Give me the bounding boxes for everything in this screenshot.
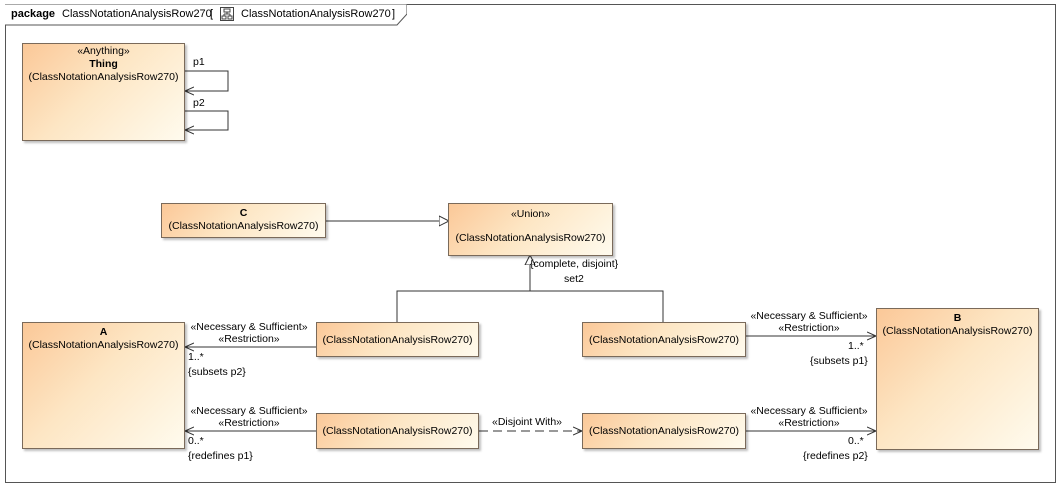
header-bracket-open: [ — [210, 8, 214, 20]
r3-stereotype-1: «Necessary & Sufficient» — [190, 405, 308, 417]
union-stereotype: «Union» — [510, 208, 551, 220]
header-bracket-close: ] — [392, 8, 396, 20]
r4-stereotype-2: «Restriction» — [778, 417, 840, 429]
thing-stereotype: «Anything» — [77, 45, 130, 57]
class-c[interactable]: C (ClassNotationAnalysisRow270) — [161, 203, 326, 238]
r1-multiplicity: 1..* — [188, 351, 204, 363]
r4-stereotype-label: «Necessary & Sufficient» «Restriction» — [746, 405, 872, 429]
b-owner: (ClassNotationAnalysisRow270) — [882, 325, 1033, 337]
diagram-header-tab-outline — [5, 4, 407, 26]
class-union[interactable]: «Union» (ClassNotationAnalysisRow270) — [448, 203, 613, 256]
union-owner: (ClassNotationAnalysisRow270) — [455, 232, 606, 244]
r3-multiplicity: 0..* — [188, 435, 204, 447]
r2-stereotype-2: «Restriction» — [778, 322, 840, 334]
r2-stereotype-1: «Necessary & Sufficient» — [750, 310, 868, 322]
class-thing[interactable]: «Anything» Thing (ClassNotationAnalysisR… — [22, 43, 185, 141]
r2-generalization — [530, 290, 664, 322]
r4-stereotype-1: «Necessary & Sufficient» — [750, 405, 868, 417]
a-name: A — [99, 326, 108, 338]
generalization-set-name: set2 — [564, 273, 584, 285]
class-a[interactable]: A (ClassNotationAnalysisRow270) — [22, 322, 185, 449]
class-restriction-1[interactable]: (ClassNotationAnalysisRow270) — [316, 322, 479, 357]
r1-owner: (ClassNotationAnalysisRow270) — [322, 334, 473, 346]
r2-stereotype-label: «Necessary & Sufficient» «Restriction» — [746, 310, 872, 334]
class-restriction-4[interactable]: (ClassNotationAnalysisRow270) — [582, 413, 746, 449]
class-b[interactable]: B (ClassNotationAnalysisRow270) — [876, 308, 1039, 450]
diagram-name: ClassNotationAnalysisRow270 — [241, 8, 391, 20]
r4-multiplicity: 0..* — [848, 435, 864, 447]
p2-self-association — [185, 110, 229, 130]
class-diagram-icon — [220, 7, 234, 24]
class-restriction-2[interactable]: (ClassNotationAnalysisRow270) — [582, 322, 746, 357]
thing-name: Thing — [89, 58, 118, 70]
p1-self-association — [185, 70, 229, 91]
disjoint-with-label: «Disjoint With» — [492, 416, 563, 428]
r3-constraint: {redefines p1} — [188, 450, 253, 462]
r2-multiplicity: 1..* — [848, 340, 864, 352]
r2-owner: (ClassNotationAnalysisRow270) — [589, 334, 739, 346]
r1-generalization — [396, 290, 530, 322]
b-name: B — [953, 312, 962, 324]
r4-owner: (ClassNotationAnalysisRow270) — [589, 425, 739, 437]
class-restriction-3[interactable]: (ClassNotationAnalysisRow270) — [316, 413, 479, 449]
c-owner: (ClassNotationAnalysisRow270) — [168, 220, 319, 232]
diagram-header: package ClassNotationAnalysisRow270 [ Cl… — [5, 4, 407, 26]
c-name: C — [239, 207, 248, 219]
r2-constraint: {subsets p1} — [810, 355, 868, 367]
r3-owner: (ClassNotationAnalysisRow270) — [322, 425, 473, 437]
r1-constraint: {subsets p2} — [188, 366, 246, 378]
r3-stereotype-2: «Restriction» — [218, 417, 280, 429]
thing-owner: (ClassNotationAnalysisRow270) — [28, 71, 179, 83]
a-owner: (ClassNotationAnalysisRow270) — [28, 339, 179, 351]
p1-role-label: p1 — [193, 56, 205, 68]
r1-stereotype-label: «Necessary & Sufficient» «Restriction» — [186, 321, 312, 345]
p2-role-label: p2 — [193, 97, 205, 109]
r3-stereotype-label: «Necessary & Sufficient» «Restriction» — [186, 405, 312, 429]
r4-constraint: {redefines p2} — [803, 450, 868, 462]
r1-stereotype-1: «Necessary & Sufficient» — [190, 321, 308, 333]
generalization-set-constraint: {complete, disjoint} — [530, 258, 619, 270]
r1-stereotype-2: «Restriction» — [218, 333, 280, 345]
package-name: ClassNotationAnalysisRow270 — [62, 8, 212, 20]
package-keyword: package — [11, 8, 56, 20]
